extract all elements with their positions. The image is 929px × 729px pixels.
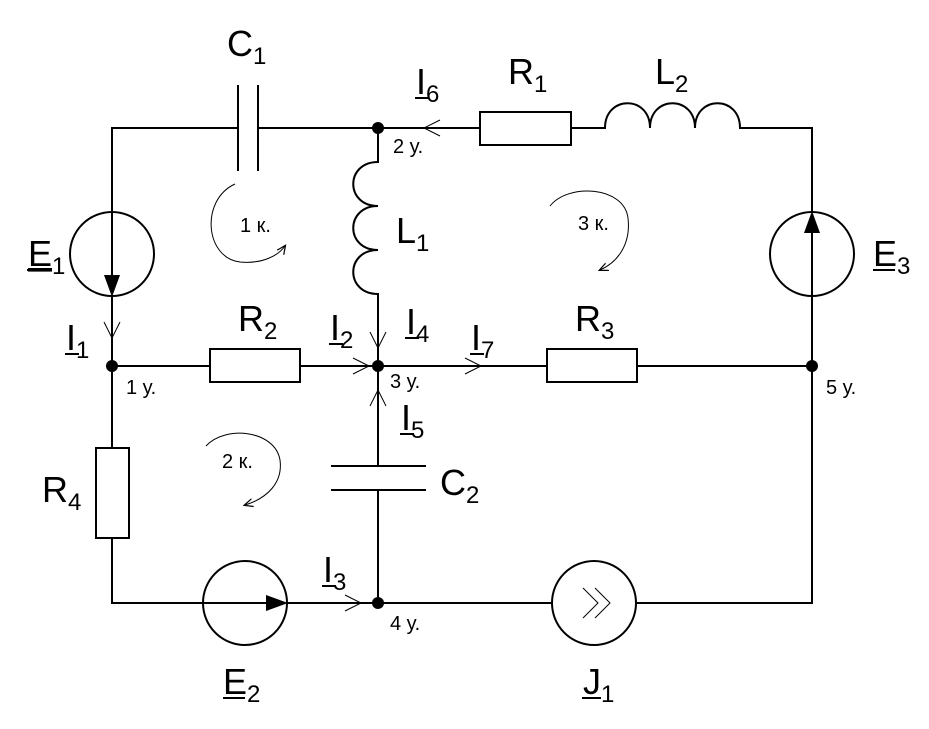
resistor-r4 [95,447,130,539]
voltage-source-e1 [69,211,155,297]
capacitor-c1 [237,85,259,171]
label-i1: I1 [66,317,89,364]
i5-arrow [369,388,387,407]
loop-2-arc [205,432,281,505]
i2-arrow [352,357,371,375]
label-node-5: 5 у. [826,377,856,399]
label-i6: I6 [416,61,439,108]
label-loop-3: 3 к. [578,213,609,235]
current-arrows [103,119,483,612]
loop-indicators [205,183,629,505]
i1-arrow [103,321,121,340]
voltage-source-e3 [769,211,855,297]
label-e3: E3 [873,233,910,280]
label-r3: R3 [575,298,614,345]
node-dots [106,122,818,609]
resistor-r3 [546,348,638,383]
inductor-l2 [603,102,742,130]
node-4-dot [372,597,384,609]
resistor-r1 [479,111,572,146]
loop-1-arc [210,183,285,263]
node-1-dot [106,360,118,372]
label-loop-1: 1 к. [240,215,271,237]
i3-arrow [344,594,363,612]
i7-arrow [464,357,483,375]
wires [111,127,813,604]
node-5-dot [806,360,818,372]
i4-arrow [369,331,387,350]
capacitor-c2 [331,465,426,491]
i6-arrow [422,119,441,137]
label-r4: R4 [42,469,81,516]
label-l1: L1 [396,210,429,257]
label-i3: I3 [323,549,346,596]
label-node-1: 1 у. [126,377,156,399]
label-i5: I5 [401,397,424,444]
label-j1: J1 [583,661,614,708]
label-e2: E2 [223,661,260,708]
resistor-r2 [209,348,301,383]
label-node-3: 3 у. [390,371,420,393]
label-i2: I2 [330,307,353,354]
label-c2: C2 [440,462,479,509]
label-r1: R1 [508,51,547,98]
loop-3-arc [549,190,629,270]
voltage-source-e2 [202,560,288,646]
label-node-2: 2 у. [393,136,423,158]
inductor-l1 [352,160,380,296]
node-3-dot [372,360,384,372]
label-i7: I7 [471,317,494,364]
label-l2: L2 [655,51,688,98]
node-2-dot [372,122,384,134]
label-r2: R2 [238,298,277,345]
current-source-j1 [551,560,637,646]
label-c1: C1 [227,23,266,70]
label-node-4: 4 у. [390,613,420,635]
label-e1: E1 [28,233,65,280]
label-loop-2: 2 к. [222,451,253,473]
label-i4: I4 [406,301,429,348]
